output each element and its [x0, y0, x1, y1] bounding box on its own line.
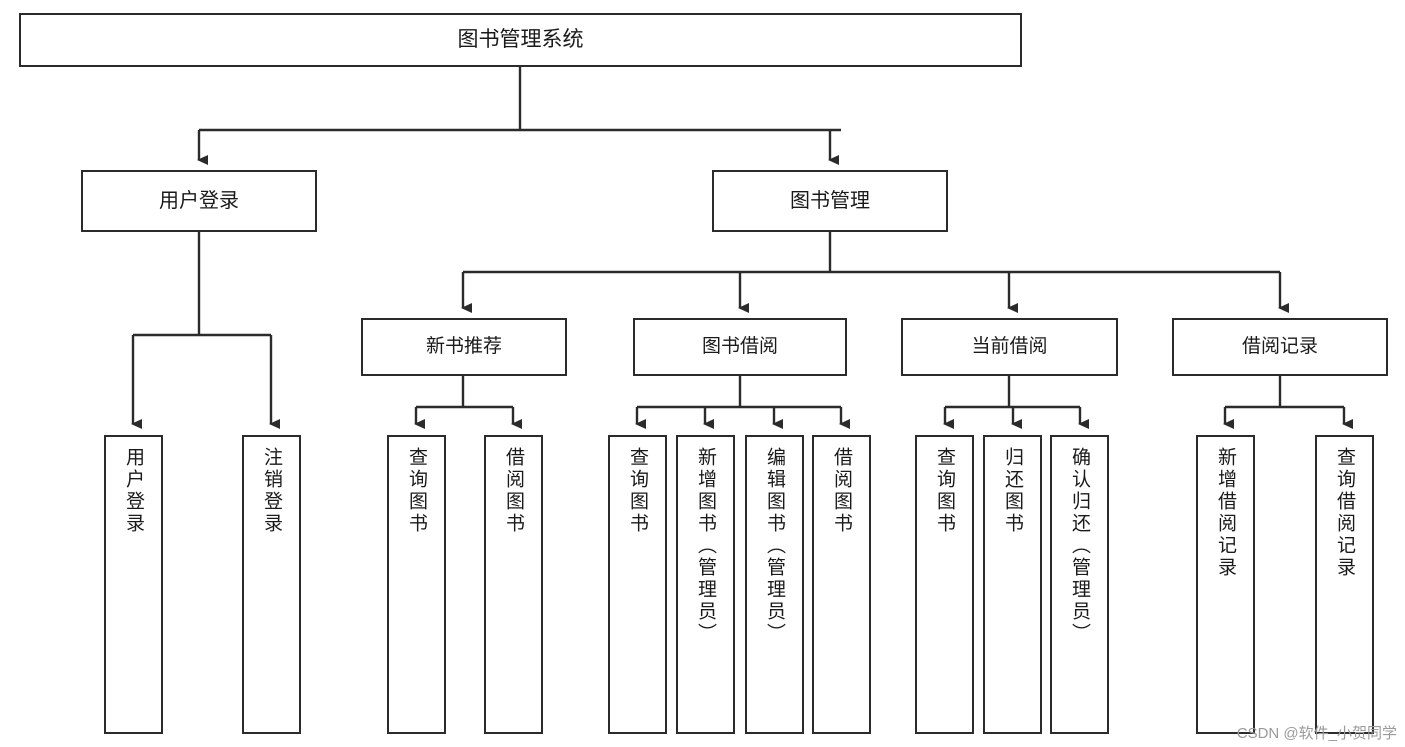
node-user-login[interactable]: 用户登录 [81, 170, 317, 232]
leaf-bookborrow-add-book-admin[interactable]: 新增图书（管理员） [676, 435, 735, 734]
node-label: 新增借阅记录 [1215, 447, 1236, 579]
node-book-management[interactable]: 图书管理 [712, 170, 948, 232]
leaf-logout[interactable]: 注销登录 [242, 435, 301, 734]
leaf-borrowrecord-add-record[interactable]: 新增借阅记录 [1196, 435, 1255, 734]
leaf-bookborrow-query-book[interactable]: 查询图书 [608, 435, 667, 734]
node-label: 查询借阅记录 [1334, 447, 1355, 579]
leaf-newbook-query-book[interactable]: 查询图书 [387, 435, 446, 734]
node-label: 注销登录 [261, 447, 282, 535]
leaf-currentborrow-return-book[interactable]: 归还图书 [983, 435, 1042, 734]
node-book-borrow[interactable]: 图书借阅 [633, 318, 847, 376]
node-label: 借阅记录 [1241, 336, 1318, 358]
node-label: 查询图书 [406, 447, 427, 535]
watermark: CSDN @软件_小贺同学 [1236, 725, 1397, 742]
node-label: 图书借阅 [701, 336, 778, 358]
node-label: 新增图书（管理员） [695, 447, 716, 645]
node-label: 用户登录 [123, 447, 144, 535]
node-label: 新书推荐 [425, 336, 502, 358]
node-label: 当前借阅 [971, 336, 1048, 358]
node-label: 确认归还（管理员） [1069, 447, 1090, 645]
node-current-borrow[interactable]: 当前借阅 [901, 318, 1118, 376]
node-label: 查询图书 [934, 447, 955, 535]
node-root-book-management-system[interactable]: 图书管理系统 [19, 13, 1022, 67]
node-label: 归还图书 [1002, 447, 1023, 535]
node-label: 借阅图书 [831, 447, 852, 535]
leaf-currentborrow-confirm-return-admin[interactable]: 确认归还（管理员） [1050, 435, 1109, 734]
node-label: 用户登录 [159, 189, 239, 212]
leaf-bookborrow-borrow-book[interactable]: 借阅图书 [812, 435, 871, 734]
node-borrow-record[interactable]: 借阅记录 [1172, 318, 1388, 376]
node-label: 查询图书 [627, 447, 648, 535]
node-label: 图书管理系统 [457, 28, 584, 52]
leaf-user-login[interactable]: 用户登录 [104, 435, 163, 734]
leaf-bookborrow-edit-book-admin[interactable]: 编辑图书（管理员） [745, 435, 804, 734]
leaf-newbook-borrow-book[interactable]: 借阅图书 [484, 435, 543, 734]
leaf-borrowrecord-query-record[interactable]: 查询借阅记录 [1315, 435, 1374, 734]
node-new-book-recommend[interactable]: 新书推荐 [361, 318, 567, 376]
node-label: 图书管理 [790, 189, 870, 212]
node-label: 借阅图书 [503, 447, 524, 535]
node-label: 编辑图书（管理员） [764, 447, 785, 645]
leaf-currentborrow-query-book[interactable]: 查询图书 [915, 435, 974, 734]
